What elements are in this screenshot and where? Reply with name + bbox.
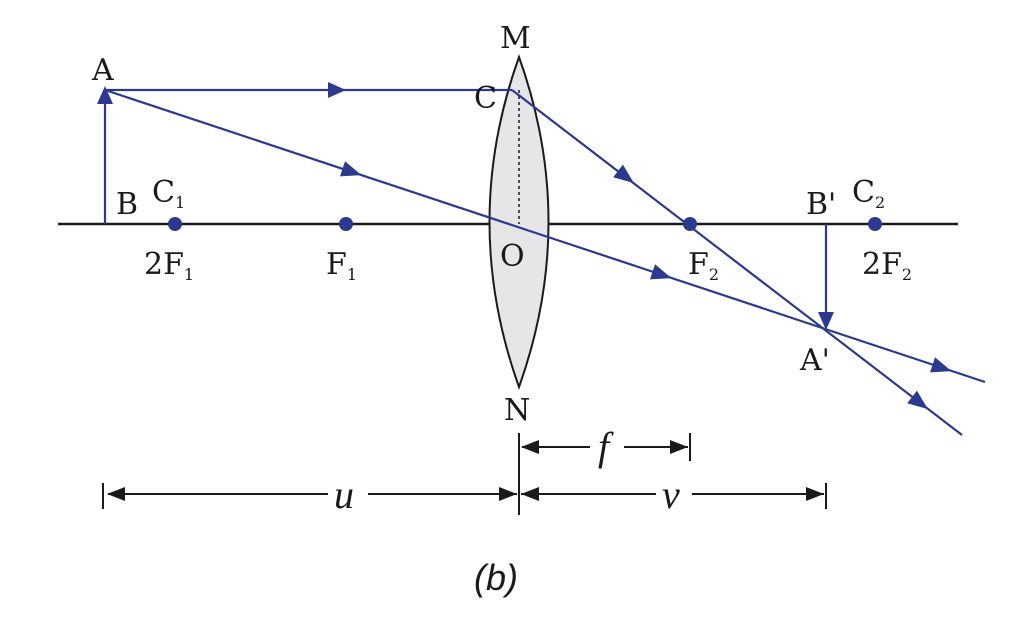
- ray-refracted-arrow-2: [907, 390, 928, 410]
- figure-caption: (b): [474, 557, 518, 598]
- label-2f1: 2F1: [144, 247, 194, 284]
- label-m: M: [500, 21, 531, 56]
- ray-centre-arrow-3: [929, 357, 952, 373]
- ray-refracted-through-f2: [511, 89, 963, 436]
- label-c1: C1: [152, 175, 185, 212]
- ray-parallel-arrow: [328, 82, 346, 98]
- image-arrowhead: [818, 312, 834, 330]
- label-b-prime: B': [806, 187, 836, 222]
- label-a-prime: A': [799, 343, 830, 378]
- dim-f-arrow-right: [670, 440, 688, 454]
- point-f2: [683, 217, 697, 231]
- label-a: A: [91, 53, 114, 88]
- object-arrowhead: [97, 86, 113, 104]
- point-2f2: [868, 217, 882, 231]
- dim-v-label: v: [662, 472, 680, 517]
- label-o: O: [500, 239, 525, 274]
- dim-u-arrow-left: [107, 487, 125, 501]
- dim-f-arrow-left: [521, 440, 539, 454]
- ray-through-centre: [104, 88, 986, 384]
- label-n: N: [504, 393, 530, 428]
- point-f1: [339, 217, 353, 231]
- ray-centre-arrow-2: [649, 264, 672, 280]
- label-c: C: [474, 81, 497, 116]
- label-c2: C2: [852, 175, 885, 212]
- label-f2: F2: [688, 247, 719, 284]
- label-2f2: 2F2: [862, 247, 912, 284]
- dim-v-arrow-left: [521, 487, 539, 501]
- dim-v-arrow-right: [806, 487, 824, 501]
- point-2f1: [168, 217, 182, 231]
- ray-refracted-arrow-1: [613, 164, 634, 184]
- dim-u-label: u: [334, 472, 354, 517]
- dim-u-arrow-right: [499, 487, 517, 501]
- label-b: B: [116, 187, 138, 222]
- ray-centre-arrow-1: [339, 161, 362, 177]
- label-f1: F1: [326, 247, 357, 284]
